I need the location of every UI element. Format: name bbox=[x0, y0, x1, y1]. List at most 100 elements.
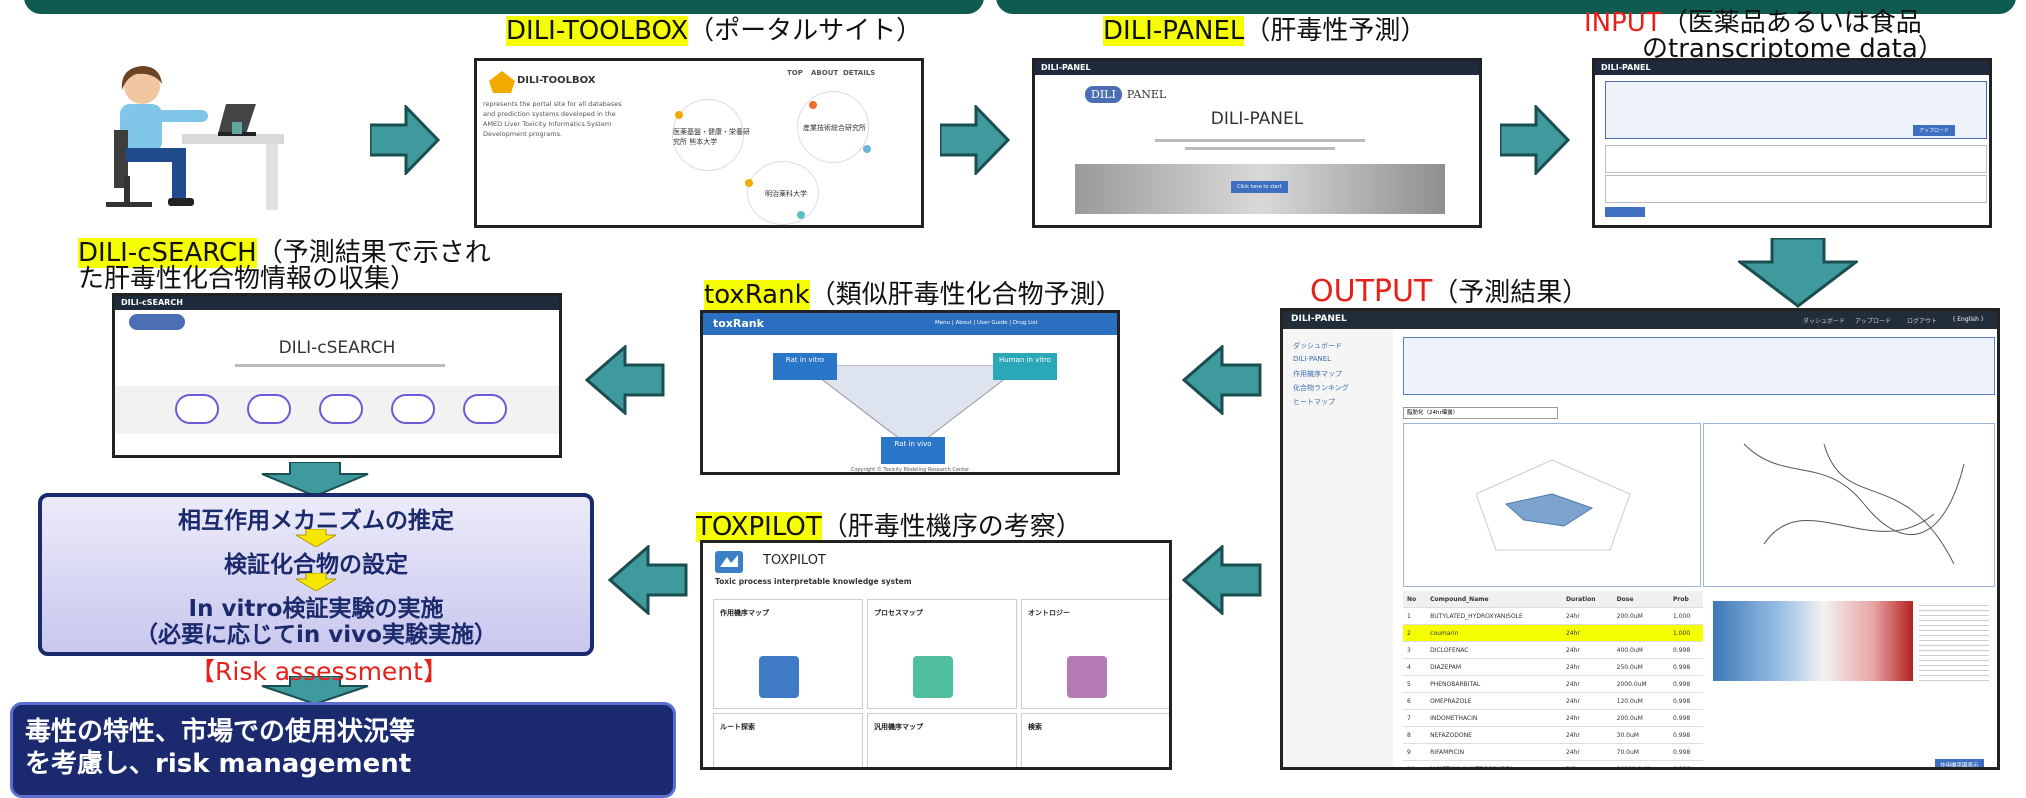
toolbox-caption-name: DILI-TOOLBOX bbox=[506, 16, 689, 46]
toxpilot-card-title: 検索 bbox=[1028, 723, 1042, 731]
table-cell: 24hr bbox=[1561, 675, 1613, 693]
output-screenshot: DILI-PANEL ダッシュボード アップロード ログアウト ( Englis… bbox=[1280, 308, 2000, 770]
panel-caption: DILI-PANEL（肝毒性予測） bbox=[1103, 16, 1426, 46]
panel-nav-brand: DILI-PANEL bbox=[1041, 63, 1091, 72]
table-header-row: No Compound_Name Duration Dose Prob bbox=[1403, 591, 1703, 608]
csearch-search-button[interactable] bbox=[247, 394, 291, 424]
risk-assessment-label: 【Risk assessment】 bbox=[190, 657, 448, 686]
toxrank-caption-desc: （類似肝毒性化合物予測） bbox=[809, 280, 1122, 310]
input-nav-brand: DILI-PANEL bbox=[1601, 63, 1651, 72]
csearch-caption-line2: た肝毒性化合物情報の収集） bbox=[78, 264, 416, 294]
toxrank-box-human-vitro[interactable]: Human in vitro bbox=[993, 353, 1057, 380]
table-cell: 24hr bbox=[1561, 743, 1613, 761]
toxpilot-card-title: ルート探索 bbox=[720, 723, 755, 731]
csearch-list-button[interactable] bbox=[175, 394, 219, 424]
input-upload-button[interactable]: アップロード bbox=[1913, 125, 1956, 136]
panel-navbar: DILI-PANEL bbox=[1035, 61, 1479, 75]
toolbox-dot-5 bbox=[797, 211, 805, 219]
toxrank-nav[interactable]: Menu | About | User Guide | Drug List bbox=[935, 320, 1038, 326]
output-nav-english[interactable]: ( English ) bbox=[1953, 316, 1984, 323]
csearch-caption-name: DILI-cSEARCH bbox=[78, 238, 257, 268]
output-radar-chart bbox=[1403, 423, 1701, 587]
table-cell: 2 bbox=[1403, 624, 1427, 642]
csearch-tool-button[interactable] bbox=[463, 394, 507, 424]
toxpilot-card-3[interactable]: オントロジー bbox=[1021, 599, 1169, 709]
left-arrow-3 bbox=[1181, 543, 1262, 619]
table-cell: 200.0uM bbox=[1612, 709, 1670, 727]
output-nav-dashboard[interactable]: ダッシュボード bbox=[1803, 318, 1846, 325]
panel-logo-dili: DILI bbox=[1085, 86, 1122, 103]
table-cell: 7 bbox=[1403, 709, 1427, 727]
toolbox-nav-about[interactable]: ABOUT bbox=[811, 69, 839, 77]
table-cell: 0.998 bbox=[1669, 709, 1703, 727]
input-caption-name: INPUT bbox=[1584, 8, 1662, 38]
table-cell: 0.998 bbox=[1669, 641, 1703, 659]
output-sidebar-item-map[interactable]: 作用機序マップ bbox=[1293, 370, 1342, 378]
table-cell: DIAZEPAM bbox=[1426, 658, 1562, 676]
input-screenshot: DILI-PANEL アップロード bbox=[1592, 58, 1992, 228]
input-caption: INPUT（医薬品あるいは食品 bbox=[1584, 8, 1922, 38]
csearch-caption: DILI-cSEARCH（予測結果で示され bbox=[78, 238, 491, 268]
right-arrow-3 bbox=[1498, 103, 1571, 179]
input-dropzone-2[interactable] bbox=[1605, 175, 1987, 203]
toxrank-box-rat-vivo[interactable]: Rat in vivo bbox=[881, 437, 945, 464]
table-cell: 250.0uM bbox=[1612, 658, 1670, 676]
toxpilot-card-1[interactable]: 作用機序マップ bbox=[713, 599, 863, 709]
output-caption-desc: （予測結果） bbox=[1432, 278, 1589, 308]
csearch-filter-button[interactable] bbox=[391, 394, 435, 424]
output-select[interactable]: 脂肪化（24hr曝露） bbox=[1403, 407, 1558, 419]
toxrank-box-rat-vitro[interactable]: Rat in vitro bbox=[773, 353, 837, 380]
toolbox-nav-top[interactable]: TOP bbox=[787, 69, 803, 77]
csearch-navbar: DILI-cSEARCH bbox=[115, 296, 559, 310]
toxpilot-card-5[interactable]: 汎用機序マップ bbox=[867, 713, 1017, 767]
input-submit-button[interactable] bbox=[1605, 207, 1645, 217]
table-cell: 10 bbox=[1403, 760, 1427, 767]
output-nav-upload[interactable]: アップロード bbox=[1855, 318, 1892, 325]
table-cell: 30.0uM bbox=[1612, 726, 1670, 744]
toolbox-nav-details[interactable]: DETAILS bbox=[843, 69, 876, 77]
toxpilot-card-4[interactable]: ルート探索 bbox=[713, 713, 863, 767]
output-footer-button[interactable]: 作用機序図表示 bbox=[1935, 759, 1984, 767]
output-sidebar-item-panel[interactable]: DILI-PANEL bbox=[1293, 355, 1332, 363]
table-cell: DICLOFENAC bbox=[1426, 641, 1562, 659]
table-cell: 24hr bbox=[1561, 641, 1613, 659]
toolbox-logo-icon bbox=[489, 71, 515, 93]
toolbox-dot-3 bbox=[863, 145, 871, 153]
panel-screenshot: DILI-PANEL DILI PANEL DILI-PANEL Click h… bbox=[1032, 58, 1482, 228]
table-cell: 8 bbox=[1403, 726, 1427, 744]
toolbox-circle-2 bbox=[797, 91, 869, 163]
output-sidebar-item-heatmap[interactable]: ヒートマップ bbox=[1293, 398, 1335, 406]
panel-start-button[interactable]: Click here to start bbox=[1231, 181, 1288, 193]
input-dropzone-1[interactable] bbox=[1605, 145, 1987, 173]
table-header-duration: Duration bbox=[1561, 591, 1613, 608]
toxpilot-subtitle: Toxic process interpretable knowledge sy… bbox=[715, 577, 912, 586]
toxpilot-card-2[interactable]: プロセスマップ bbox=[867, 599, 1017, 709]
toxpilot-card-6[interactable]: 検索 bbox=[1021, 713, 1169, 767]
table-cell: 24hr bbox=[1561, 760, 1613, 767]
table-cell: BUTYLATED_HYDROXYANISOLE bbox=[1426, 607, 1562, 625]
csearch-network-button[interactable] bbox=[319, 394, 363, 424]
csearch-title: DILI-cSEARCH bbox=[278, 338, 396, 358]
csearch-desc-line bbox=[235, 364, 445, 367]
input-caption-desc-1: （医薬品あるいは食品 bbox=[1661, 8, 1922, 38]
left-arrow-2 bbox=[584, 343, 665, 419]
table-cell: 0.998 bbox=[1669, 658, 1703, 676]
table-cell: 9 bbox=[1403, 743, 1427, 761]
table-cell: INDOMETHACIN bbox=[1426, 709, 1562, 727]
panel-caption-desc: （肝毒性予測） bbox=[1244, 16, 1427, 46]
output-sidebar-item-dashboard[interactable]: ダッシュボード bbox=[1293, 342, 1342, 350]
table-cell: RIFAMPICIN bbox=[1426, 743, 1562, 761]
panel-desc-line bbox=[1155, 139, 1365, 142]
output-sidebar-item-ranking[interactable]: 化合物ランキング bbox=[1293, 384, 1349, 392]
output-nav-logout[interactable]: ログアウト bbox=[1907, 318, 1938, 325]
